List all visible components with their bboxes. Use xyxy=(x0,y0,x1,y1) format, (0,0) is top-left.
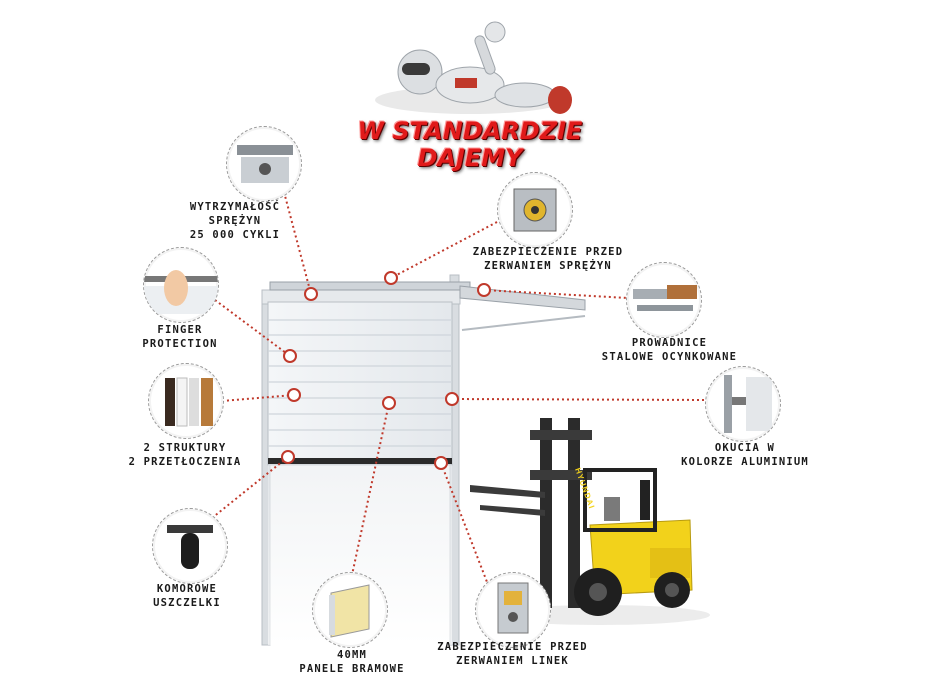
label-spring-guard-line-2: ZERWANIEM SPRĘŻYN xyxy=(484,260,612,272)
headline-line-2: DAJEMY xyxy=(417,144,523,172)
label-fittings-line-2: KOLORZE ALUMINIUM xyxy=(681,456,809,468)
label-cable-guard-line-1: ZABEZPIECZENIE PRZED xyxy=(437,641,588,653)
label-structures-line-1: 2 STRUKTURY xyxy=(143,442,227,454)
label-rails: PROWADNICE STALOWE OCYNKOWANE xyxy=(582,336,757,364)
label-fittings: OKUCIA W KOLORZE ALUMINIUM xyxy=(665,441,825,469)
seals-thumbnail xyxy=(152,508,228,584)
label-springs: WYTRZYMAŁOŚĆ SPRĘŻYN 25 000 CYKLI xyxy=(155,200,315,242)
label-finger: FINGER PROTECTION xyxy=(120,323,240,351)
label-springs-line-3: 25 000 CYKLI xyxy=(189,229,281,241)
label-fittings-line-1: OKUCIA W xyxy=(714,442,776,454)
label-finger-line-2: PROTECTION xyxy=(142,338,218,350)
label-rails-line-1: PROWADNICE xyxy=(631,337,708,349)
label-seals-line-2: USZCZELKI xyxy=(153,597,221,609)
headline-line-1: W STANDARDZIE xyxy=(357,117,583,145)
label-cable-guard: ZABEZPIECZENIE PRZED ZERWANIEM LINEK xyxy=(420,640,605,668)
label-spring-guard: ZABEZPIECZENIE PRZED ZERWANIEM SPRĘŻYN xyxy=(453,245,643,273)
label-finger-line-1: FINGER xyxy=(157,324,203,336)
connector-lines xyxy=(211,191,706,583)
fittings-thumbnail xyxy=(705,366,781,442)
hotspot-markers xyxy=(281,271,491,470)
cable-guard-thumbnail xyxy=(475,572,551,648)
label-structures: 2 STRUKTURY 2 PRZETŁOCZENIA xyxy=(110,441,260,469)
finger-thumbnail xyxy=(143,247,219,323)
label-structures-line-2: 2 PRZETŁOCZENIA xyxy=(128,456,242,468)
springs-thumbnail xyxy=(226,126,302,202)
panels-thumbnail xyxy=(312,572,388,648)
label-rails-line-2: STALOWE OCYNKOWANE xyxy=(601,351,738,363)
label-panels-line-1: 40MM xyxy=(336,649,368,661)
label-panels-line-2: PANELE BRAMOWE xyxy=(299,663,405,675)
label-springs-line-2: SPRĘŻYN xyxy=(208,215,262,227)
label-cable-guard-line-2: ZERWANIEM LINEK xyxy=(456,655,569,667)
label-spring-guard-line-1: ZABEZPIECZENIE PRZED xyxy=(472,246,624,258)
label-springs-line-1: WYTRZYMAŁOŚĆ xyxy=(189,201,281,213)
label-seals-line-1: KOMOROWE xyxy=(156,583,218,595)
headline: W STANDARDZIE DAJEMY xyxy=(330,118,610,172)
robot-mascot xyxy=(375,21,572,114)
label-panels: 40MM PANELE BRAMOWE xyxy=(282,648,422,676)
spring-guard-thumbnail xyxy=(497,172,573,248)
rails-thumbnail xyxy=(626,262,702,338)
label-seals: KOMOROWE USZCZELKI xyxy=(132,582,242,610)
structures-thumbnail xyxy=(148,363,224,439)
